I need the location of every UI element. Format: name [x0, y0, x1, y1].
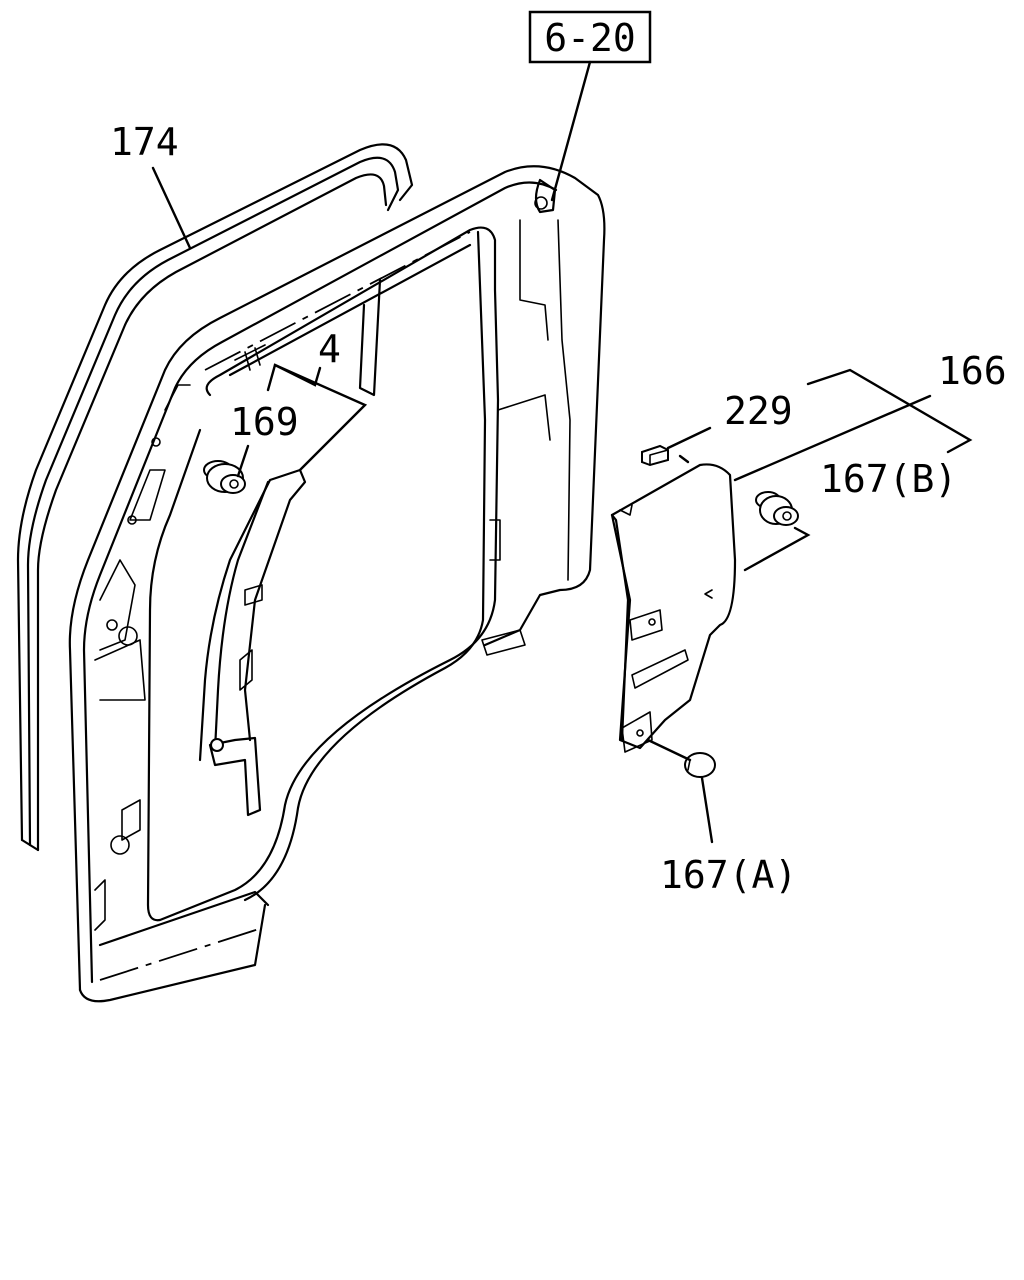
door-inner-panel: [68, 165, 606, 1003]
callout-labels: 174 4 169 229 166 167(B) 167(A): [110, 120, 1007, 897]
door-weather-seal: [16, 143, 414, 852]
label-clip-a: 167(A): [660, 853, 797, 897]
reference-box: 6-20: [528, 10, 652, 64]
trim-strip: [198, 468, 307, 817]
label-pad: 229: [724, 389, 793, 433]
label-clip-upper: 169: [230, 400, 299, 444]
clip-167a: [684, 752, 716, 778]
reference-box-label: 6-20: [544, 16, 636, 60]
label-clip-b: 167(B): [820, 457, 957, 501]
label-seal: 174: [110, 120, 179, 164]
leader-lines: [151, 60, 973, 844]
clip-169: [203, 460, 246, 494]
clip-167b: [755, 491, 799, 526]
panel-166: [610, 463, 737, 753]
label-panel: 166: [938, 349, 1007, 393]
pad-229: [641, 444, 669, 467]
label-trim-strip: 4: [318, 327, 341, 371]
